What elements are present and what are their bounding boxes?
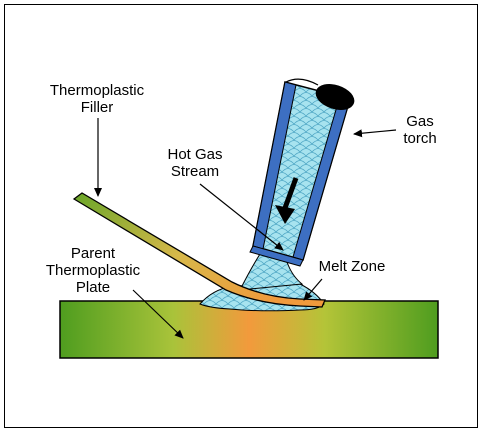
hot-gas-plume (239, 253, 304, 291)
filler-label: Thermoplastic Filler (37, 82, 157, 116)
gas-torch-label-line-2: torch (403, 130, 437, 147)
thermoplastic-filler-rod (72, 192, 326, 308)
hot-gas-label-line-1: Hot Gas (167, 146, 223, 163)
filler-label-line-1: Thermoplastic (49, 82, 145, 99)
plate-leader (132, 289, 184, 339)
melt-zone-label: Melt Zone (306, 258, 398, 275)
hot-gas-leader (199, 183, 284, 251)
gas-torch-leader (353, 129, 397, 138)
filler-label-line-2: Filler (80, 99, 114, 116)
gas-torch (249, 78, 355, 267)
melt-zone-label-line: Melt Zone (318, 258, 386, 275)
gas-torch-label-line-1: Gas (406, 113, 434, 130)
gas-torch-label: Gas torch (395, 113, 445, 147)
parent-plate-label: Parent Thermoplastic Plate (38, 245, 148, 296)
hot-gas-label-line-2: Stream (170, 163, 220, 180)
parent-plate-label-line-3: Plate (75, 279, 111, 296)
parent-plate-label-line-1: Parent (70, 245, 116, 262)
hot-gas-label: Hot Gas Stream (150, 146, 240, 180)
parent-plate-label-line-2: Thermoplastic (45, 262, 141, 279)
melt-zone-leader (303, 278, 323, 301)
